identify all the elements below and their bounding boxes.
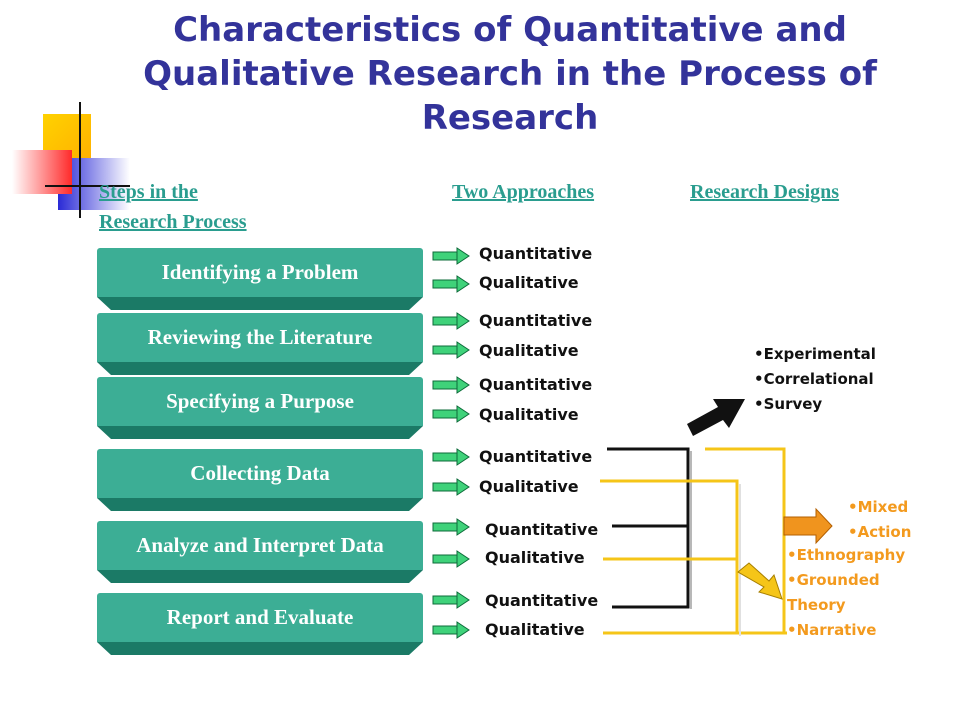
list-item: •Mixed bbox=[848, 498, 909, 516]
step-label: Analyze and Interpret Data bbox=[97, 521, 423, 570]
quantitative-label: Quantitative bbox=[479, 375, 593, 394]
step-specifying-purpose: Specifying a Purpose bbox=[97, 377, 423, 439]
quantitative-connectors bbox=[607, 447, 690, 609]
orange-arrow-icon bbox=[783, 507, 833, 545]
step-collecting-data: Collecting Data bbox=[97, 449, 423, 511]
quantitative-label: Quantitative bbox=[479, 244, 593, 263]
green-arrow-icon bbox=[432, 275, 470, 293]
header-designs[interactable]: Research Designs bbox=[690, 181, 840, 203]
step-label: Reviewing the Literature bbox=[97, 313, 423, 362]
step-label: Report and Evaluate bbox=[97, 593, 423, 642]
step-report-evaluate: Report and Evaluate bbox=[97, 593, 423, 655]
qualitative-label: Qualitative bbox=[479, 273, 579, 292]
yellow-arrow-icon bbox=[737, 562, 783, 600]
list-item: •Narrative bbox=[787, 621, 877, 639]
qualitative-label: Qualitative bbox=[479, 341, 579, 360]
quantitative-label: Quantitative bbox=[479, 447, 593, 466]
qualitative-label: Qualitative bbox=[485, 620, 585, 639]
qualitative-designs-list: •Ethnography •Grounded Theory •Narrative bbox=[787, 543, 927, 643]
green-arrow-icon bbox=[432, 341, 470, 359]
green-arrow-icon bbox=[432, 376, 470, 394]
qualitative-connectors bbox=[600, 447, 787, 635]
quantitative-label: Quantitative bbox=[485, 520, 599, 539]
green-arrow-icon bbox=[432, 247, 470, 265]
quantitative-designs-list: •Experimental •Correlational •Survey bbox=[754, 342, 876, 417]
green-arrow-icon bbox=[432, 621, 470, 639]
step-label: Identifying a Problem bbox=[97, 248, 423, 297]
quantitative-label: Quantitative bbox=[485, 591, 599, 610]
step-label: Collecting Data bbox=[97, 449, 423, 498]
step-analyze-interpret: Analyze and Interpret Data bbox=[97, 521, 423, 583]
black-arrow-icon bbox=[687, 399, 745, 436]
quantitative-label: Quantitative bbox=[479, 311, 593, 330]
qualitative-label: Qualitative bbox=[485, 548, 585, 567]
step-reviewing-literature: Reviewing the Literature bbox=[97, 313, 423, 375]
green-arrow-icon bbox=[432, 478, 470, 496]
header-steps[interactable]: Steps in the Research Process bbox=[99, 177, 247, 237]
list-item: •Ethnography bbox=[787, 546, 906, 564]
qualitative-label: Qualitative bbox=[479, 405, 579, 424]
header-steps-line1: Steps in the bbox=[99, 181, 198, 203]
header-approaches[interactable]: Two Approaches bbox=[452, 181, 595, 203]
green-arrow-icon bbox=[432, 312, 470, 330]
list-item: •Action bbox=[848, 523, 912, 541]
green-arrow-icon bbox=[432, 405, 470, 423]
list-item: •Grounded Theory bbox=[787, 571, 880, 614]
step-label: Specifying a Purpose bbox=[97, 377, 423, 426]
page-title: Characteristics of Quantitative and Qual… bbox=[143, 10, 877, 138]
header-steps-line2: Research Process bbox=[99, 211, 247, 233]
step-identifying-problem: Identifying a Problem bbox=[97, 248, 423, 310]
list-item: •Experimental bbox=[754, 345, 876, 363]
mixed-designs-list: •Mixed •Action bbox=[848, 495, 911, 545]
green-arrow-icon bbox=[432, 518, 470, 536]
green-arrow-icon bbox=[432, 550, 470, 568]
corner-decoration bbox=[12, 102, 130, 218]
list-item: •Survey bbox=[754, 395, 823, 413]
green-arrow-icon bbox=[432, 448, 470, 466]
list-item: •Correlational bbox=[754, 370, 874, 388]
qualitative-label: Qualitative bbox=[479, 477, 579, 496]
green-arrow-icon bbox=[432, 591, 470, 609]
